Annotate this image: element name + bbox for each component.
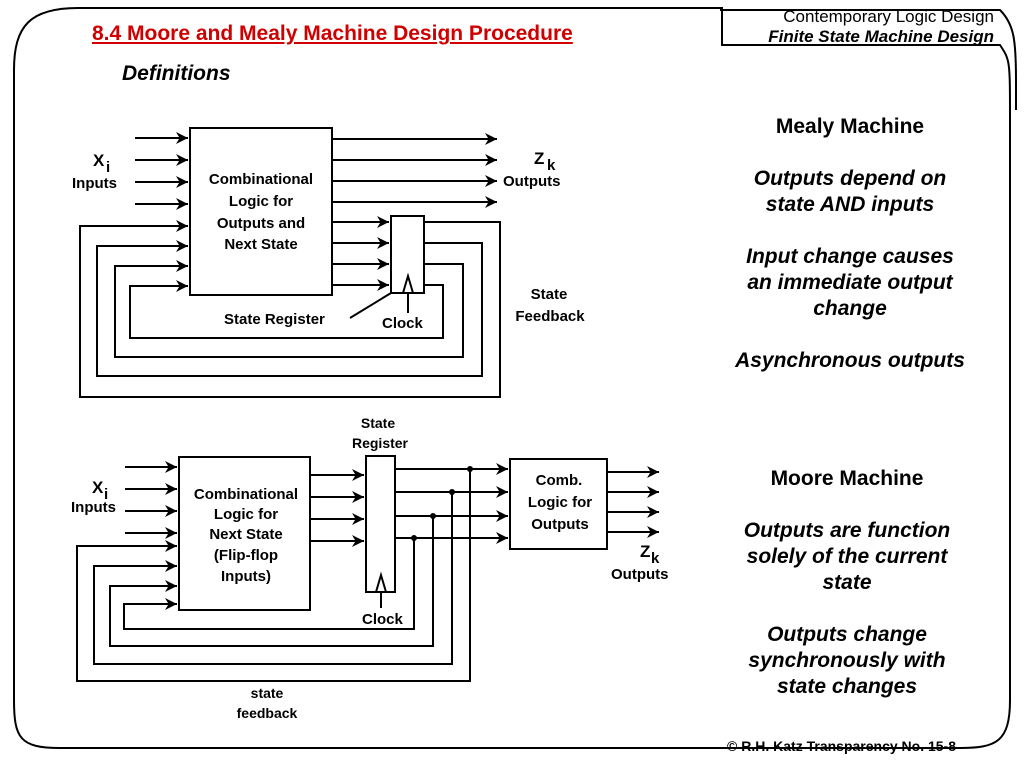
mealy-output-var: Z bbox=[534, 149, 544, 168]
moore-logic-line4: (Flip-flop bbox=[214, 547, 278, 564]
mealy-point1-line1: Outputs depend on bbox=[753, 167, 947, 190]
moore-diagram bbox=[76, 455, 659, 682]
moore-logic-line3: Next State bbox=[209, 526, 282, 543]
slide-title: 8.4 Moore and Mealy Machine Design Proce… bbox=[92, 22, 573, 45]
mealy-state-register bbox=[390, 215, 425, 294]
mealy-point2-line2: an immediate output bbox=[747, 271, 953, 294]
moore-input-sub: i bbox=[104, 486, 108, 503]
mealy-point1-line2: state AND inputs bbox=[765, 193, 935, 216]
moore-junction-dots bbox=[411, 466, 473, 541]
mealy-state-register-label: State Register bbox=[224, 311, 325, 328]
mealy-labels: X i Inputs Z k Outputs Combinational Log… bbox=[72, 149, 585, 332]
course-header: Contemporary Logic Design Finite State M… bbox=[768, 7, 994, 47]
course-subtitle: Finite State Machine Design bbox=[768, 27, 994, 46]
moore-point2-line1: Outputs change bbox=[767, 623, 927, 646]
footer-copyright: © R.H. Katz Transparency No. 15-8 bbox=[727, 738, 956, 754]
moore-output-var: Z bbox=[640, 542, 650, 561]
mealy-heading: Mealy Machine bbox=[775, 115, 925, 138]
moore-outputs-label: Outputs bbox=[611, 566, 669, 583]
mealy-clock-label: Clock bbox=[382, 315, 424, 332]
mealy-output-sub: k bbox=[547, 157, 556, 174]
moore-combinational-logic-box bbox=[178, 456, 311, 611]
mealy-clock-symbol bbox=[402, 272, 414, 294]
mealy-inputs-label: Inputs bbox=[72, 175, 117, 192]
moore-logic-line1: Combinational bbox=[194, 486, 298, 503]
course-title: Contemporary Logic Design bbox=[783, 7, 994, 26]
moore-point1-line1: Outputs are function bbox=[743, 519, 951, 542]
moore-output-logic-box bbox=[509, 458, 608, 550]
mealy-combinational-logic-box bbox=[189, 127, 333, 296]
moore-feedback-line2: feedback bbox=[237, 705, 298, 721]
moore-clock-label: Clock bbox=[362, 611, 404, 628]
mealy-logic-line3: Outputs and bbox=[217, 215, 305, 232]
mealy-logic-line1: Combinational bbox=[209, 171, 313, 188]
moore-logic-line5: Inputs) bbox=[221, 568, 271, 585]
moore-point1-line3: state bbox=[822, 571, 872, 594]
moore-labels: X i Inputs Z k Outputs Combinational Log… bbox=[71, 415, 669, 721]
moore-logic-line2: Logic for bbox=[214, 506, 278, 523]
moore-point1-line2: solely of the current bbox=[746, 545, 948, 568]
moore-out-logic-line3: Outputs bbox=[531, 516, 589, 533]
moore-heading: Moore Machine bbox=[770, 467, 924, 490]
mealy-outputs-label: Outputs bbox=[503, 173, 561, 190]
moore-out-logic-line2: Logic for bbox=[528, 494, 592, 511]
mealy-input-sub: i bbox=[106, 159, 110, 176]
moore-point2-line2: synchronously with bbox=[748, 649, 946, 672]
mealy-logic-line2: Logic for bbox=[229, 193, 293, 210]
moore-inputs-label: Inputs bbox=[71, 499, 116, 516]
moore-input-var: X bbox=[92, 478, 104, 497]
mealy-feedback-line1: State bbox=[531, 286, 568, 303]
mealy-description: Mealy Machine Outputs depend on state AN… bbox=[700, 114, 1000, 374]
moore-clock-symbol bbox=[375, 571, 387, 593]
section-subtitle: Definitions bbox=[122, 62, 231, 85]
moore-point2-line3: state changes bbox=[776, 675, 918, 698]
mealy-point3: Asynchronous outputs bbox=[735, 349, 965, 372]
moore-register-line2: Register bbox=[352, 435, 409, 451]
moore-description: Moore Machine Outputs are function solel… bbox=[697, 466, 997, 700]
mealy-diagram bbox=[79, 127, 501, 398]
moore-out-logic-line1: Comb. bbox=[536, 472, 583, 489]
mealy-feedback-line2: Feedback bbox=[515, 308, 585, 325]
moore-register-line1: State bbox=[361, 415, 395, 431]
moore-feedback-line1: state bbox=[251, 685, 284, 701]
moore-output-sub: k bbox=[651, 550, 660, 567]
moore-state-register bbox=[365, 455, 396, 593]
mealy-point2-line1: Input change causes bbox=[746, 245, 954, 268]
mealy-point2-line3: change bbox=[813, 297, 887, 320]
mealy-logic-line4: Next State bbox=[224, 236, 297, 253]
mealy-input-var: X bbox=[93, 151, 105, 170]
